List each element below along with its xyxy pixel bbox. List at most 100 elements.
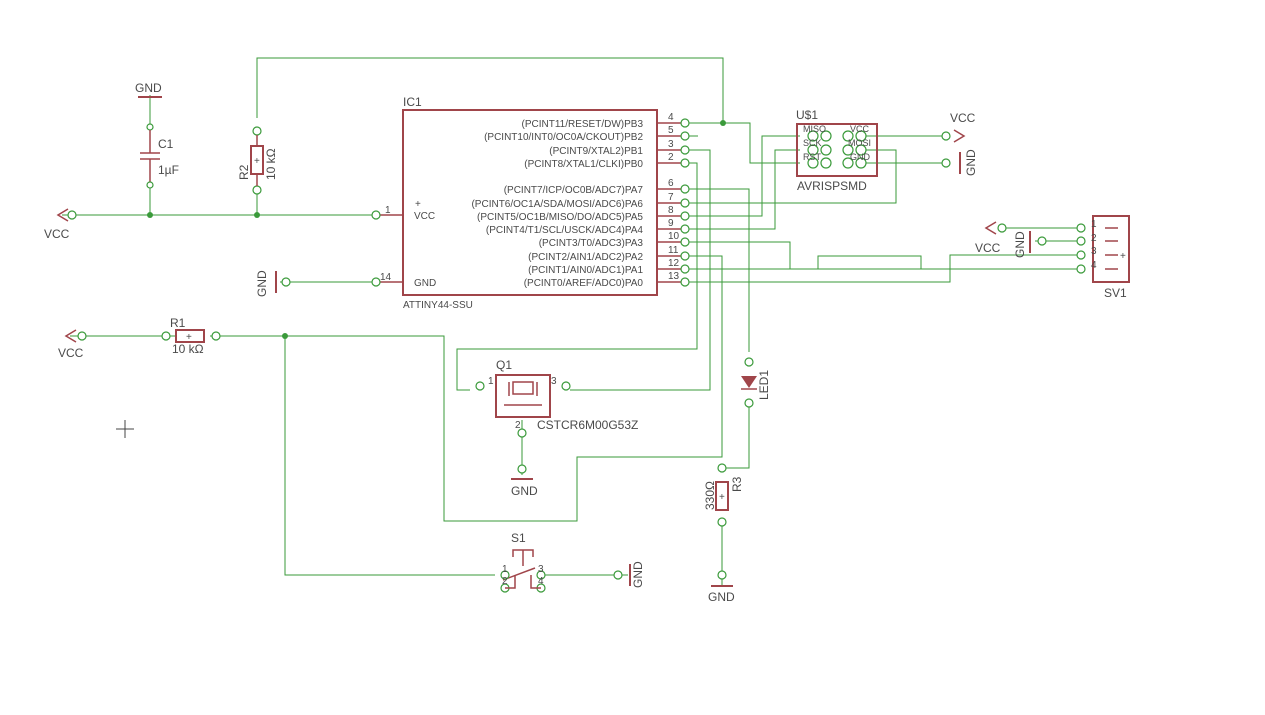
ic1-pin-number: 11: [668, 245, 679, 256]
ic1-pin-gnd-label: GND: [414, 278, 436, 289]
q1-pin-number: 1: [488, 376, 494, 387]
ic1-value: ATTINY44-SSU: [403, 300, 473, 311]
ic1-pin-pad[interactable]: [680, 277, 690, 287]
us1-value: AVRISPSMD: [797, 179, 867, 193]
r2-resistor[interactable]: + R2 10 kΩ: [237, 126, 278, 195]
sv1-name: SV1: [1104, 286, 1127, 300]
gnd-q1: GND: [511, 464, 538, 498]
ic1-pin-number: 13: [668, 271, 680, 282]
junction-dot: [282, 333, 288, 339]
r1-resistor[interactable]: + R1 10 kΩ: [161, 316, 221, 356]
q1-body: [495, 374, 551, 418]
ic1-pin-pad[interactable]: [680, 251, 690, 261]
ic1-pin-number: 4: [668, 112, 674, 123]
s1-pin-number: 1: [502, 564, 508, 575]
junction-dot: [720, 120, 726, 126]
ic1-pin-label: (PCINT0/AREF/ADC0)PA0: [524, 278, 644, 289]
wires: [62, 57, 1080, 585]
vcc-label: VCC: [44, 227, 70, 241]
gnd-s1: GND: [613, 561, 645, 588]
sv1-pin-number: 1: [1091, 219, 1097, 230]
s1-name: S1: [511, 531, 526, 545]
ic1-pin-pad[interactable]: [680, 118, 690, 128]
led1-name: LED1: [757, 370, 771, 400]
us1-pin-label: SCK: [803, 138, 822, 148]
ic1-pin-label: (PCINT9/XTAL2)PB1: [549, 146, 643, 157]
ic1-pin-number: 5: [668, 125, 674, 136]
ic1-attiny44[interactable]: IC1 ATTINY44-SSU VCC GND 1 14 + (PCINT11…: [371, 95, 690, 311]
us1-pin-label: MOSI: [848, 138, 871, 148]
ic1-pin-number: 8: [668, 205, 674, 216]
s1-pin-number: 3: [538, 564, 544, 575]
ic1-pin-label: (PCINT4/T1/SCL/USCK/ADC4)PA4: [486, 225, 644, 236]
q1-pin-number: 3: [551, 376, 557, 387]
us1-pin-label: VCC: [850, 124, 870, 134]
ic1-left-pins: VCC GND 1 14 +: [371, 199, 436, 289]
led-icon: [741, 376, 757, 388]
us1-pin-label: RST: [803, 152, 822, 162]
r1-body: [175, 329, 205, 343]
ic1-pin-label: (PCINT1/AIN0/ADC1)PA1: [528, 265, 643, 276]
s1-pin-number: 2: [502, 576, 508, 587]
ic1-pin-label: (PCINT11/RESET/DW)PB3: [522, 119, 644, 130]
c1-name: C1: [158, 137, 174, 151]
gnd-label: GND: [255, 270, 269, 297]
ic1-pin-label: (PCINT5/OC1B/MISO/DO/ADC5)PA5: [477, 212, 643, 223]
ic1-pin-number: 6: [668, 178, 674, 189]
ic1-pin-pad[interactable]: [680, 264, 690, 274]
ic1-pin-label: (PCINT10/INT0/OC0A/CKOUT)PB2: [484, 132, 643, 143]
junction-dot: [254, 212, 260, 218]
gnd-us1: GND: [941, 149, 978, 176]
ic1-pin-label: (PCINT6/OC1A/SDA/MOSI/ADC6)PA6: [471, 199, 643, 210]
vcc-left: VCC: [44, 208, 77, 241]
gnd-ic1: GND: [255, 270, 291, 297]
r3-resistor[interactable]: + R3 330Ω: [703, 463, 744, 527]
r1-name: R1: [170, 316, 186, 330]
ic1-pin-pad[interactable]: [680, 158, 690, 168]
ic1-pin-pad[interactable]: [680, 184, 690, 194]
junctions: [147, 120, 726, 339]
plus-mark: +: [186, 332, 192, 343]
led1[interactable]: LED1: [741, 357, 771, 408]
c1-capacitor[interactable]: GND C1 1µF: [135, 81, 179, 189]
sv1-pin-number: 3: [1091, 246, 1097, 257]
r3-name: R3: [730, 476, 744, 492]
q1-resonator[interactable]: Q1 1 2 3 CSTCR6M00G53Z: [475, 358, 638, 438]
vcc-r1: VCC: [58, 329, 87, 360]
q1-name: Q1: [496, 358, 512, 372]
crosshair-cursor-icon: [116, 420, 134, 438]
ic1-pin-pad[interactable]: [680, 237, 690, 247]
ic1-pin-label: (PCINT8/XTAL1/CLKI)PB0: [524, 159, 643, 170]
ic1-pin-pad[interactable]: [680, 145, 690, 155]
ic1-pin-pad[interactable]: [680, 211, 690, 221]
gnd-r3: GND: [708, 570, 735, 604]
gnd-label: GND: [708, 590, 735, 604]
s1-switch[interactable]: S1 1 2 3 4: [500, 531, 546, 593]
ic1-pin-label: (PCINT2/AIN1/ADC2)PA2: [528, 252, 643, 263]
ic1-pin-pad[interactable]: [680, 198, 690, 208]
ic1-pin-number: 12: [668, 258, 680, 269]
r3-body: [715, 481, 729, 511]
s1-pin-number: 4: [538, 576, 544, 587]
us1-pin-label: GND: [850, 152, 871, 162]
ic1-pin-number: 7: [668, 192, 674, 203]
ic1-pin-label: (PCINT7/ICP/OC0B/ADC7)PA7: [504, 185, 644, 196]
gnd-sv1: GND: [1013, 231, 1047, 258]
us1-body: [796, 123, 878, 177]
ic1-pin-number: 3: [668, 139, 674, 150]
c1-gnd-label: GND: [135, 81, 162, 95]
ic1-pin-pad[interactable]: [680, 224, 690, 234]
ic1-pin-pad[interactable]: [680, 131, 690, 141]
gnd-label: GND: [631, 561, 645, 588]
vcc-sv1: VCC: [975, 221, 1007, 255]
ic1-pin-number: 14: [380, 272, 392, 283]
ic1-pin-number: 10: [668, 231, 680, 242]
ic1-pin-number: 2: [668, 152, 674, 163]
q1-value: CSTCR6M00G53Z: [537, 418, 638, 432]
vcc-label: VCC: [58, 346, 84, 360]
us1-avrisp-header[interactable]: U$1 MISO SCK RST VCC MOSI GND AVRISPSMD: [796, 108, 878, 193]
q1-pin-number: 2: [515, 420, 521, 431]
sv1-header[interactable]: + 1 2 3 4 SV1: [1076, 215, 1130, 300]
ic1-pin-vcc-label: VCC: [414, 211, 435, 222]
